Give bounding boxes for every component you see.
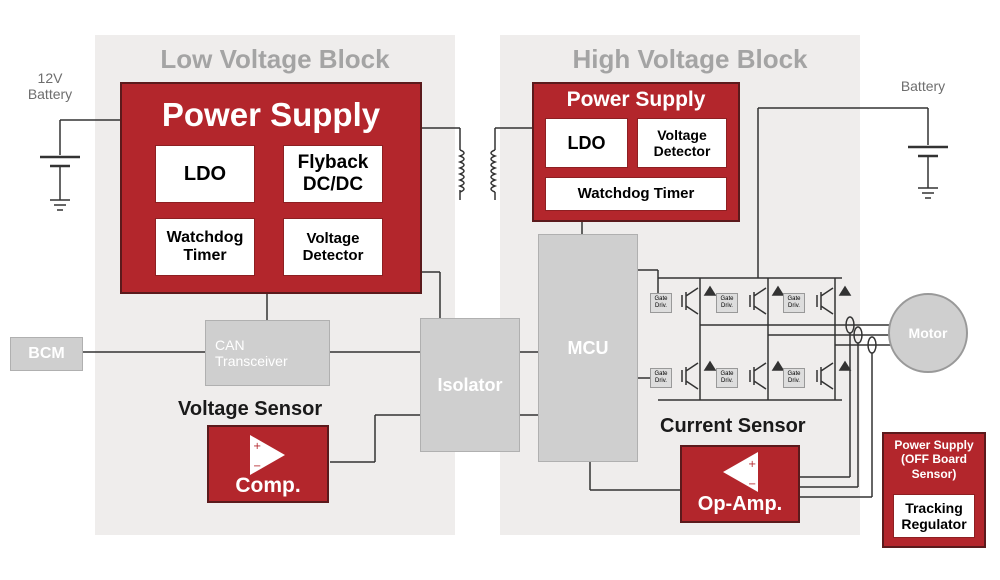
lv-power-supply-title: Power Supply [161,96,381,133]
svg-text:+: + [253,441,261,452]
flyback-dcdc-box[interactable]: Flyback DC/DC [283,145,383,203]
isolator-box[interactable]: Isolator [420,318,520,452]
tracking-regulator-box[interactable]: Tracking Regulator [893,494,975,538]
high-voltage-block-title: High Voltage Block [572,44,808,74]
gate-driver-4: Gate Driv. [650,368,672,388]
op-amp-box[interactable] [680,445,800,523]
battery-12v-label: 12V Battery [27,70,73,103]
voltage-sensor-title: Voltage Sensor [178,398,323,420]
gate-driver-3: Gate Driv. [783,293,805,313]
hv-voltage-detector-box[interactable]: Voltage Detector [637,118,727,168]
bcm-box[interactable]: BCM [10,337,83,371]
op-amp-label: Op-Amp. [697,493,783,515]
low-voltage-block-title: Low Voltage Block [160,44,390,74]
comparator-label: Comp. [235,474,301,497]
gate-driver-2: Gate Driv. [716,293,738,313]
hv-power-supply-title: Power Supply [566,88,706,111]
hv-watchdog-timer-box[interactable]: Watchdog Timer [545,177,727,211]
off-board-title: Power Supply (OFF Board Sensor) [894,438,974,481]
lv-voltage-detector-box[interactable]: Voltage Detector [283,218,383,276]
hv-battery-label: Battery [900,78,946,94]
current-sensor-title: Current Sensor [660,415,806,437]
svg-text:−: − [253,461,261,472]
mcu-box[interactable]: MCU [538,234,638,462]
lv-ldo-box[interactable]: LDO [155,145,255,203]
svg-text:−: − [748,479,756,490]
gate-driver-5: Gate Driv. [716,368,738,388]
hv-ldo-box[interactable]: LDO [545,118,628,168]
svg-text:+: + [748,459,756,470]
can-transceiver-box[interactable] [205,320,330,386]
gate-driver-1: Gate Driv. [650,293,672,313]
gate-driver-6: Gate Driv. [783,368,805,388]
can-transceiver-label: CAN Transceiver [215,337,288,370]
lv-watchdog-timer-box[interactable]: Watchdog Timer [155,218,255,276]
motor[interactable]: Motor [888,293,968,373]
